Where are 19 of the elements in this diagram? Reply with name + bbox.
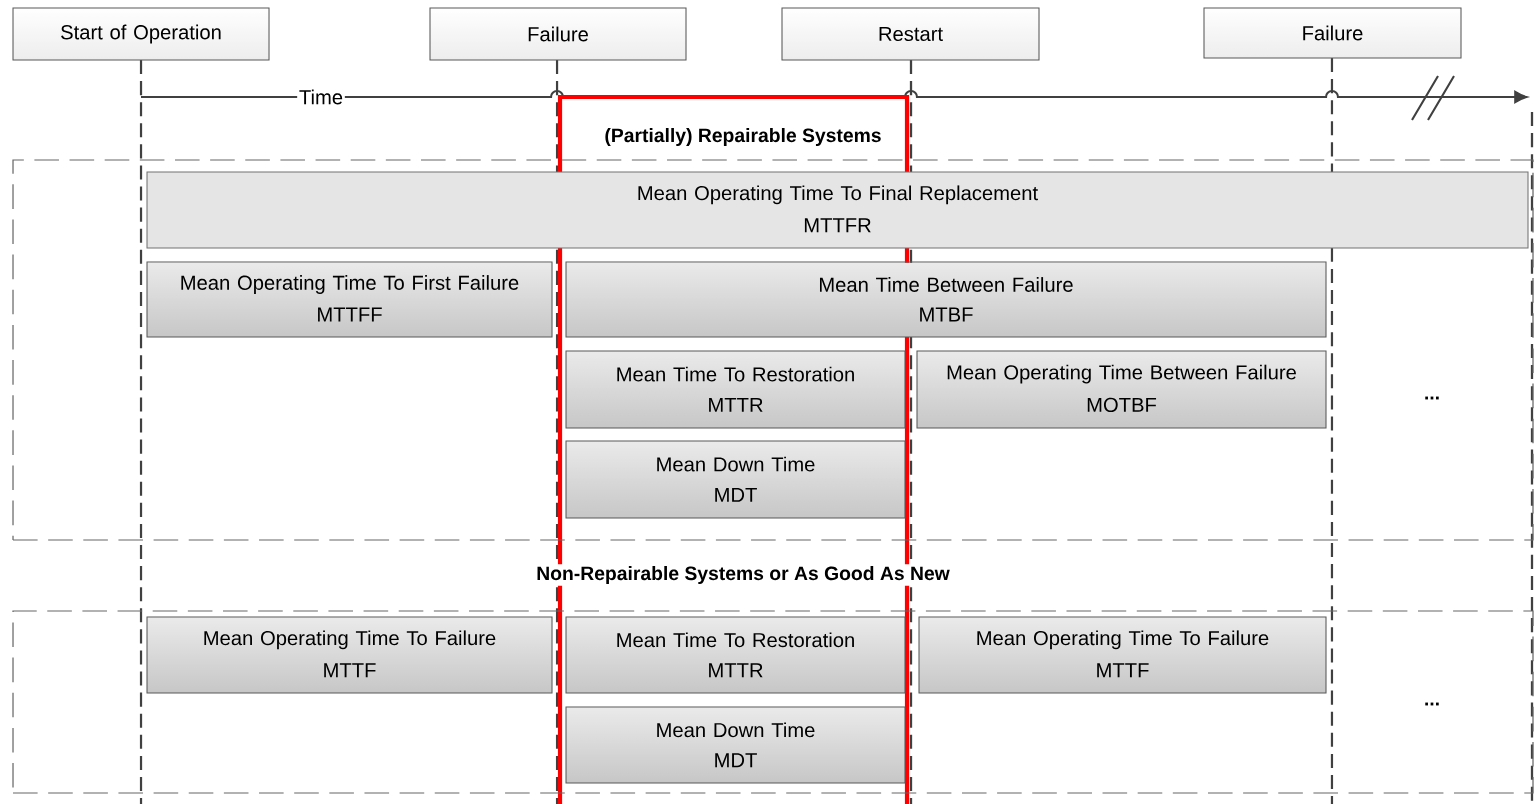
axis-label: Time bbox=[297, 87, 345, 107]
event-box: Failure bbox=[429, 7, 687, 61]
event-box: Failure bbox=[1203, 7, 1462, 59]
event-box: Start of Operation bbox=[12, 7, 270, 61]
metric-box: Mean Operating Time To Failure MTTF bbox=[146, 616, 553, 694]
event-box: Restart bbox=[781, 7, 1040, 61]
ellipsis: ... bbox=[1425, 702, 1439, 706]
metric-box: Mean Operating Time To Failure MTTF bbox=[918, 616, 1327, 694]
metric-box: Mean Operating Time To First Failure MTTFF bbox=[146, 261, 553, 338]
node-label: Non-Repairable Systems or As Good As New bbox=[537, 565, 950, 584]
metric-box: Mean Time Between Failure MTBF bbox=[565, 261, 1327, 338]
metric-box: Mean Time To Restoration MTTR bbox=[565, 616, 906, 694]
metric-box: Mean Down Time MDT bbox=[565, 706, 906, 784]
metric-box: Mean Down Time MDT bbox=[565, 440, 906, 519]
metric-box: Mean Time To Restoration MTTR bbox=[565, 350, 906, 429]
ellipsis: ... bbox=[1425, 396, 1439, 400]
metric-box: Mean Operating Time Between Failure MOTBF bbox=[916, 350, 1327, 429]
node-label: (Partially) Repairable Systems bbox=[605, 128, 881, 146]
metric-box: Mean Operating Time To Final Replacement MTTFR bbox=[146, 171, 1529, 249]
